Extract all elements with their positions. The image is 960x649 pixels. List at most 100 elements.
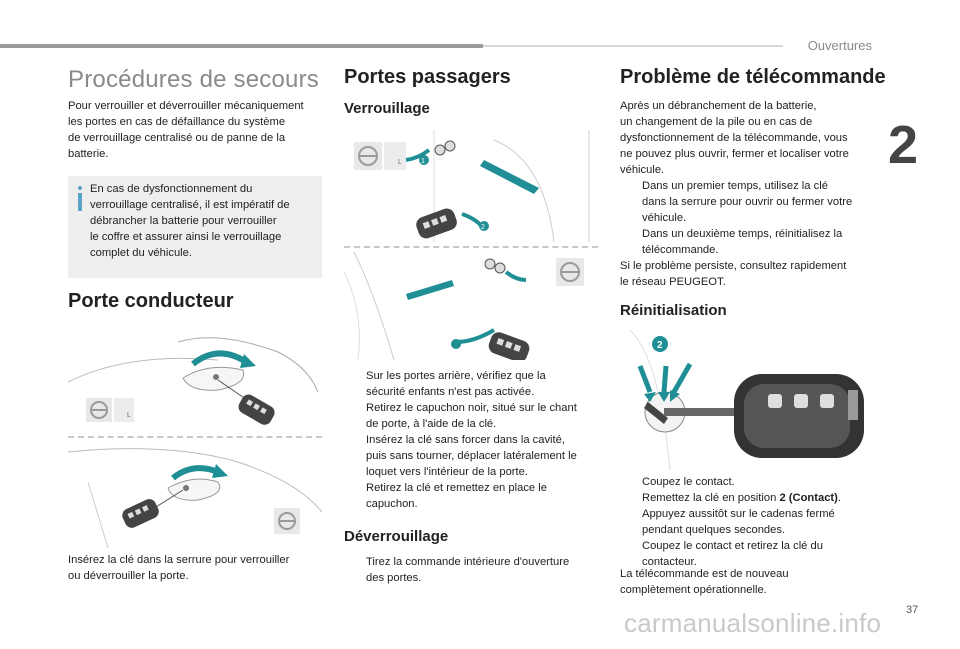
key-fob-icon	[416, 208, 457, 239]
step-line: contacteur.	[642, 556, 697, 568]
outro-line: complètement opérationnelle.	[620, 584, 767, 596]
intro-line: ne pouvez plus ouvrir, fermer et localis…	[620, 148, 849, 160]
intro-line: dysfonctionnement de la télécommande, vo…	[620, 132, 848, 144]
driver-text: Insérez la clé dans la serrure pour verr…	[68, 552, 328, 584]
step-text: Remettez la clé en position	[642, 492, 780, 504]
step-line: Tirez la commande intérieure d'ouverture	[366, 556, 570, 568]
step-line: pendant quelques secondes.	[642, 524, 786, 536]
unlocking-heading: Déverrouillage	[344, 528, 449, 545]
step-line: de porte, à l'aide de la clé.	[366, 418, 497, 430]
driver-unlock-illustration	[68, 442, 322, 548]
step-text: .	[837, 492, 841, 504]
passenger-doors-heading: Portes passagers	[344, 66, 511, 88]
list-item: Insérez la clé sans forcer dans la cavit…	[344, 432, 600, 480]
chapter-number: 2	[888, 115, 919, 175]
watermark: carmanualsonline.info	[624, 608, 882, 638]
list-item: Remettez la clé en position 2 (Contact).	[620, 490, 882, 506]
intro-line: de verrouillage centralisé ou de panne d…	[68, 132, 286, 144]
reset-illustration: 2	[620, 330, 882, 470]
divider	[68, 436, 322, 438]
callout-2: 2	[481, 224, 485, 231]
driver-text-line: Insérez la clé dans la serrure pour verr…	[68, 554, 290, 566]
steering-wheel-icon: L	[86, 398, 134, 422]
info-line: En cas de dysfonctionnement du	[90, 183, 253, 195]
list-item: Appuyez aussitôt sur le cadenas fermé pe…	[620, 506, 882, 538]
list-item: Tirez la commande intérieure d'ouverture…	[344, 554, 600, 586]
step-line: télécommande.	[642, 244, 719, 256]
step-line: Dans un deuxième temps, réinitialisez la	[642, 228, 843, 240]
driver-lock-illustration: L	[68, 322, 322, 430]
reset-outro: La télécommande est de nouveau complètem…	[620, 566, 882, 598]
intro-line: un changement de la pile ou en cas de	[620, 116, 813, 128]
locking-heading: Verrouillage	[344, 100, 430, 117]
driver-text-line: ou déverrouiller la porte.	[68, 570, 189, 582]
step-line: Retirez la clé et remettez en place le	[366, 482, 547, 494]
step-line: dans la serrure pour ouvrir ou fermer vo…	[642, 196, 853, 208]
remote-steps: Dans un premier temps, utilisez la clé d…	[620, 178, 882, 258]
intro-line: Après un débranchement de la batterie,	[620, 100, 817, 112]
callout-1: 1	[421, 158, 425, 165]
list-item: Sur les portes arrière, vérifiez que la …	[344, 368, 600, 400]
reset-steps: Coupez le contact. Remettez la clé en po…	[620, 474, 882, 570]
steering-wheel-icon	[274, 508, 300, 534]
step-line: Appuyez aussitôt sur le cadenas fermé	[642, 508, 835, 520]
svg-text:L: L	[127, 412, 131, 419]
info-line: complet du véhicule.	[90, 247, 192, 259]
info-line: le coffre et assurer ainsi le verrouilla…	[90, 231, 282, 243]
steering-wheel-icon	[556, 258, 584, 286]
outro-line: le réseau PEUGEOT.	[620, 276, 726, 288]
outro-line: La télécommande est de nouveau	[620, 568, 789, 580]
header-bar-light	[483, 45, 783, 47]
list-item: Dans un deuxième temps, réinitialisez la…	[620, 226, 882, 258]
divider	[344, 246, 598, 248]
unlock-steps: Tirez la commande intérieure d'ouverture…	[344, 554, 600, 586]
intro-line: véhicule.	[620, 164, 665, 176]
list-item: Retirez la clé et remettez en place le c…	[344, 480, 600, 512]
intro-line: les portes en cas de défaillance du syst…	[68, 116, 286, 128]
list-item: Dans un premier temps, utilisez la clé d…	[620, 178, 882, 226]
remote-outro: Si le problème persiste, consultez rapid…	[620, 258, 882, 290]
step-line: capuchon.	[366, 498, 418, 510]
list-item: Coupez le contact.	[620, 474, 882, 490]
header-bar	[0, 44, 483, 48]
page-number: 37	[906, 604, 919, 616]
step-line: Coupez le contact et retirez la clé du	[642, 540, 823, 552]
step-line: Remettez la clé en position 2 (Contact).	[642, 490, 882, 506]
outro-line: Si le problème persiste, consultez rapid…	[620, 260, 847, 272]
reset-heading: Réinitialisation	[620, 302, 727, 319]
info-icon	[78, 186, 82, 212]
svg-text:L: L	[398, 159, 402, 166]
step-bold: 2 (Contact)	[779, 492, 838, 504]
key-fob-icon	[238, 394, 275, 425]
section-label: Ouvertures	[807, 38, 872, 53]
step-line: Dans un premier temps, utilisez la clé	[642, 180, 828, 192]
step-line: puis sans tourner, déplacer latéralement…	[366, 450, 577, 462]
key-fob-icon	[122, 499, 159, 528]
passenger-lock-illustration: 1 2 L	[344, 130, 598, 242]
passenger-unlock-illustration	[344, 252, 598, 360]
step-line: Coupez le contact.	[642, 476, 735, 488]
key-fob-icon	[734, 374, 864, 458]
remote-intro: Après un débranchement de la batterie, u…	[620, 98, 882, 178]
passenger-steps: Sur les portes arrière, vérifiez que la …	[344, 368, 600, 512]
key-fob-icon	[488, 332, 530, 360]
step-line: sécurité enfants n'est pas activée.	[366, 386, 535, 398]
list-item: Retirez le capuchon noir, situé sur le c…	[344, 400, 600, 432]
step-line: véhicule.	[642, 212, 687, 224]
step-line: Insérez la clé sans forcer dans la cavit…	[366, 434, 565, 446]
callout-2: 2	[657, 340, 663, 351]
list-item: Coupez le contact et retirez la clé du c…	[620, 538, 882, 570]
step-line: Sur les portes arrière, vérifiez que la	[366, 370, 546, 382]
info-box	[68, 176, 322, 278]
remote-problem-heading: Problème de télécommande	[620, 66, 886, 88]
intro-line: batterie.	[68, 148, 109, 160]
step-line: des portes.	[366, 572, 422, 584]
info-text: En cas de dysfonctionnement du verrouill…	[90, 181, 316, 261]
info-line: verrouillage centralisé, il est impérati…	[90, 199, 290, 211]
steering-wheel-icon: L	[354, 142, 406, 170]
intro-paragraph: Pour verrouiller et déverrouiller mécani…	[68, 98, 328, 162]
intro-line: Pour verrouiller et déverrouiller mécani…	[68, 100, 304, 112]
step-line: Retirez le capuchon noir, situé sur le c…	[366, 402, 577, 414]
step-line: loquet vers l'intérieur de la porte.	[366, 466, 528, 478]
page-title: Procédures de secours	[68, 66, 319, 93]
